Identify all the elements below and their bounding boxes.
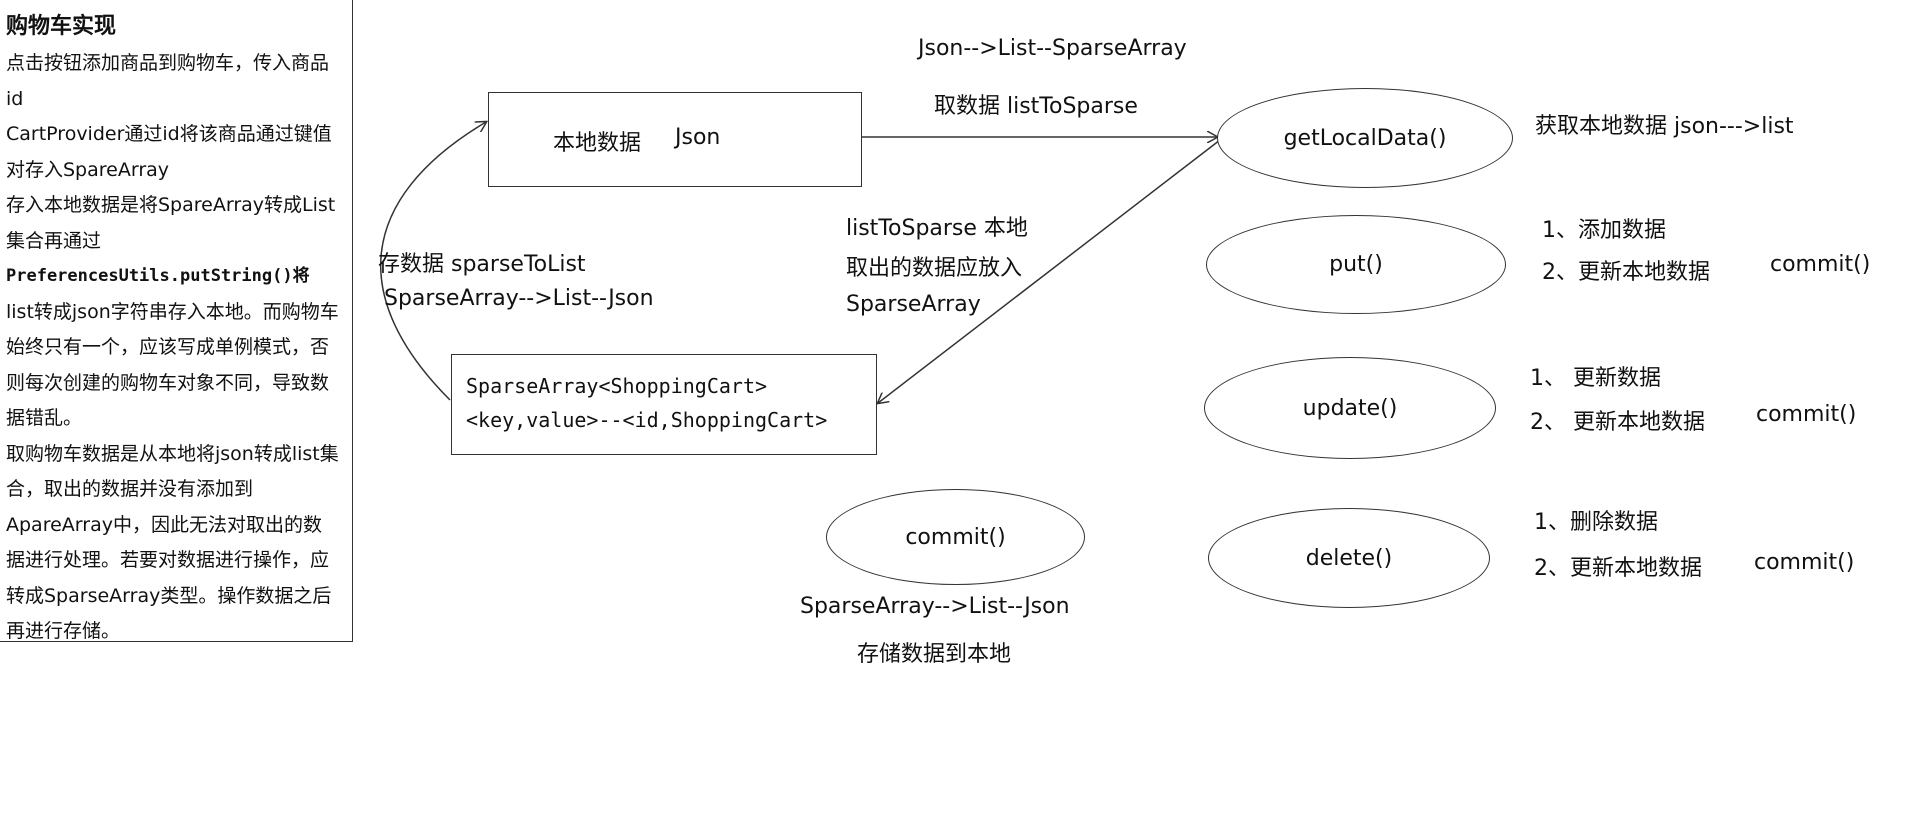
panel-line: 集合再通过 xyxy=(6,229,102,252)
panel-line: 合，取出的数据并没有添加到 xyxy=(6,478,254,500)
update-label: update() xyxy=(1302,395,1398,421)
panel-line: 再进行存储。 xyxy=(6,620,121,642)
panel-line: id xyxy=(6,87,24,110)
update-note: 1、 更新数据 xyxy=(1530,366,1661,391)
panel-line: 对存入SpareArray xyxy=(6,158,170,181)
note-line: 取出的数据应放入 xyxy=(846,256,1023,281)
panel-body: 点击按钮添加商品到购物车，传入商品 id CartProvider通过id将该商… xyxy=(6,46,348,650)
read-method-label: 取数据 listToSparse xyxy=(934,94,1138,119)
note-line: SparseArray xyxy=(846,292,981,317)
getlocaldata-node: getLocalData() xyxy=(1217,88,1513,188)
delete-commit-note: commit() xyxy=(1754,550,1855,575)
save-flow-label: SparseArray-->List--Json xyxy=(384,286,654,311)
note-line: listToSparse 本地 xyxy=(846,216,1028,241)
commit-store-note: 存储数据到本地 xyxy=(857,642,1012,667)
read-flow-label: Json-->List--SparseArray xyxy=(918,36,1187,61)
put-note: 2、更新本地数据 xyxy=(1542,260,1710,285)
panel-line: 点击按钮添加商品到购物车，传入商品 xyxy=(6,52,330,74)
commit-label: commit() xyxy=(905,524,1006,550)
put-note: 1、添加数据 xyxy=(1542,218,1666,243)
put-label: put() xyxy=(1329,252,1383,277)
update-node: update() xyxy=(1204,357,1496,459)
put-commit-note: commit() xyxy=(1770,252,1871,277)
delete-node: delete() xyxy=(1208,508,1490,608)
save-method-label: 存数据 sparseToList xyxy=(378,252,586,277)
getlocaldata-label: getLocalData() xyxy=(1283,125,1447,151)
panel-line: 取购物车数据是从本地将json转成list集 xyxy=(6,442,339,465)
local-data-box: 本地数据 Json xyxy=(488,92,862,187)
delete-label: delete() xyxy=(1305,545,1393,571)
arrow-getlocaldata-to-sparse xyxy=(878,139,1221,403)
commit-flow-note: SparseArray-->List--Json xyxy=(800,594,1070,619)
panel-line: ApareArray中，因此无法对取出的数 xyxy=(6,513,322,536)
panel-title: 购物车实现 xyxy=(6,14,117,39)
panel-line: 据进行处理。若要对数据进行操作，应 xyxy=(6,549,330,571)
sparse-array-box: SparseArray<ShoppingCart> <key,value>--<… xyxy=(451,354,877,455)
commit-node: commit() xyxy=(826,489,1085,585)
local-json-label: Json xyxy=(675,125,721,150)
panel-line: 转成SparseArray类型。操作数据之后 xyxy=(6,584,332,607)
sparse-array-mapping: <key,value>--<id,ShoppingCart> xyxy=(466,408,828,432)
panel-line: PreferencesUtils.putString()将 xyxy=(6,266,310,286)
panel-line: 始终只有一个，应该写成单例模式，否 xyxy=(6,336,330,358)
sparse-array-type: SparseArray<ShoppingCart> xyxy=(466,374,768,398)
delete-note: 2、更新本地数据 xyxy=(1534,556,1702,581)
arrow-sparse-to-local xyxy=(379,122,486,401)
getlocaldata-note: 获取本地数据 json--->list xyxy=(1535,114,1794,139)
update-commit-note: commit() xyxy=(1756,402,1857,427)
panel-line: CartProvider通过id将该商品通过键值 xyxy=(6,123,332,145)
local-data-label: 本地数据 xyxy=(553,131,642,156)
panel-line: 存入本地数据是将SpareArray转成List xyxy=(6,194,336,216)
panel-line: 则每次创建的购物车对象不同，导致数 xyxy=(6,371,330,394)
panel-line: 据错乱。 xyxy=(6,407,83,429)
update-note: 2、 更新本地数据 xyxy=(1530,410,1705,435)
delete-note: 1、删除数据 xyxy=(1534,510,1658,535)
explanation-panel: 购物车实现 点击按钮添加商品到购物车，传入商品 id CartProvider通… xyxy=(0,0,353,642)
put-node: put() xyxy=(1206,215,1506,314)
panel-line: list转成json字符串存入本地。而购物车 xyxy=(6,300,339,323)
